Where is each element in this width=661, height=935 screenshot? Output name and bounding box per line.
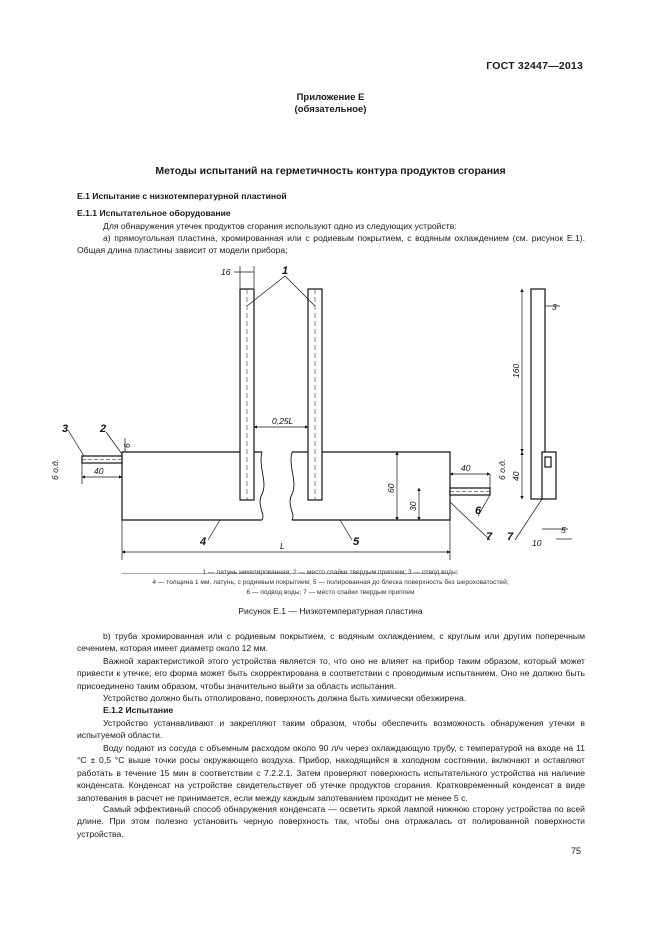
label-5: 5 — [353, 536, 360, 548]
e12-heading: Е.1.2 Испытание — [103, 705, 174, 715]
dim-40-left: 40 — [94, 466, 104, 476]
e1-heading: Е.1 Испытание с низкотемпературной пласт… — [77, 191, 287, 201]
label-2: 2 — [99, 423, 106, 435]
paragraph-4: Воду подают из сосуда с объемным расходо… — [77, 743, 585, 803]
dim-16: 16 — [221, 267, 231, 277]
legend-line-1: 1 — латунь никелированная; 2 — место спа… — [202, 569, 459, 576]
legend-line-3: 6 — подвод воды; 7 — место спайки тверды… — [246, 589, 415, 596]
dim-40-right: 40 — [461, 463, 471, 473]
label-7-a: 7 — [486, 531, 493, 543]
label-6: 6 — [475, 505, 482, 517]
legend-line-2: 4 — толщина 1 мм, латунь, с родиевым пок… — [152, 579, 509, 586]
label-4: 4 — [199, 536, 206, 548]
dim-3: 3 — [552, 302, 557, 312]
paragraph-3: Устройство устанавливают и закрепляют та… — [77, 718, 585, 741]
label-7-b: 7 — [507, 531, 514, 543]
label-1: 1 — [282, 265, 288, 277]
section-title: Методы испытаний на герметичность контур… — [155, 165, 506, 177]
dim-10: 10 — [532, 538, 542, 548]
appendix-subtitle: (обязательное) — [294, 104, 367, 115]
dim-160: 160 — [511, 364, 521, 378]
figure-legend: 1 — латунь никелированная; 2 — место спа… — [0, 568, 661, 598]
plate-right-part — [292, 451, 451, 521]
figure-caption: Рисунок Е.1 — Низкотемпературная пластин… — [238, 606, 423, 616]
page-number: 75 — [570, 846, 581, 856]
dim-6od-right: 6 о.д. — [497, 459, 507, 480]
dim-6: 6 — [122, 443, 132, 448]
appendix-heading: Приложение Е (обязательное) — [0, 92, 661, 116]
paragraph-1: Важной характеристикой этого устройства … — [77, 656, 585, 691]
appendix-title: Приложение Е — [296, 92, 365, 103]
dim-6od-left: 6 о.д. — [50, 459, 60, 480]
break-line-left — [259, 451, 265, 521]
dim-025l: 0,25L — [272, 416, 294, 426]
break-line-right — [289, 451, 295, 521]
dim-5: 5 — [561, 525, 566, 535]
paragraph-5: Самый эффективный способ обнаружения кон… — [77, 804, 585, 839]
standard-header: ГОСТ 32447—2013 — [486, 60, 583, 72]
e1-intro: Для обнаружения утечек продуктов сгорани… — [103, 221, 457, 231]
paragraph-2: Устройство должно быть отполировано, пов… — [103, 693, 467, 703]
dim-30: 30 — [408, 501, 418, 511]
label-3: 3 — [62, 423, 68, 435]
figure-low-temperature-plate: 1 2 3 4 5 6 7 7 16 0,25L 6 6 о.д. 40 60 … — [50, 265, 572, 574]
dim-40-side: 40 — [511, 471, 521, 481]
dim-l: L — [280, 541, 285, 551]
e1-item-a: а) прямоугольная пластина, хромированная… — [77, 233, 585, 256]
dim-60: 60 — [386, 483, 396, 493]
item-b: b) труба хромированная или с родиевым по… — [77, 631, 585, 654]
side-view-bar — [530, 288, 546, 500]
e11-heading: Е.1.1 Испытательное оборудование — [77, 208, 231, 218]
